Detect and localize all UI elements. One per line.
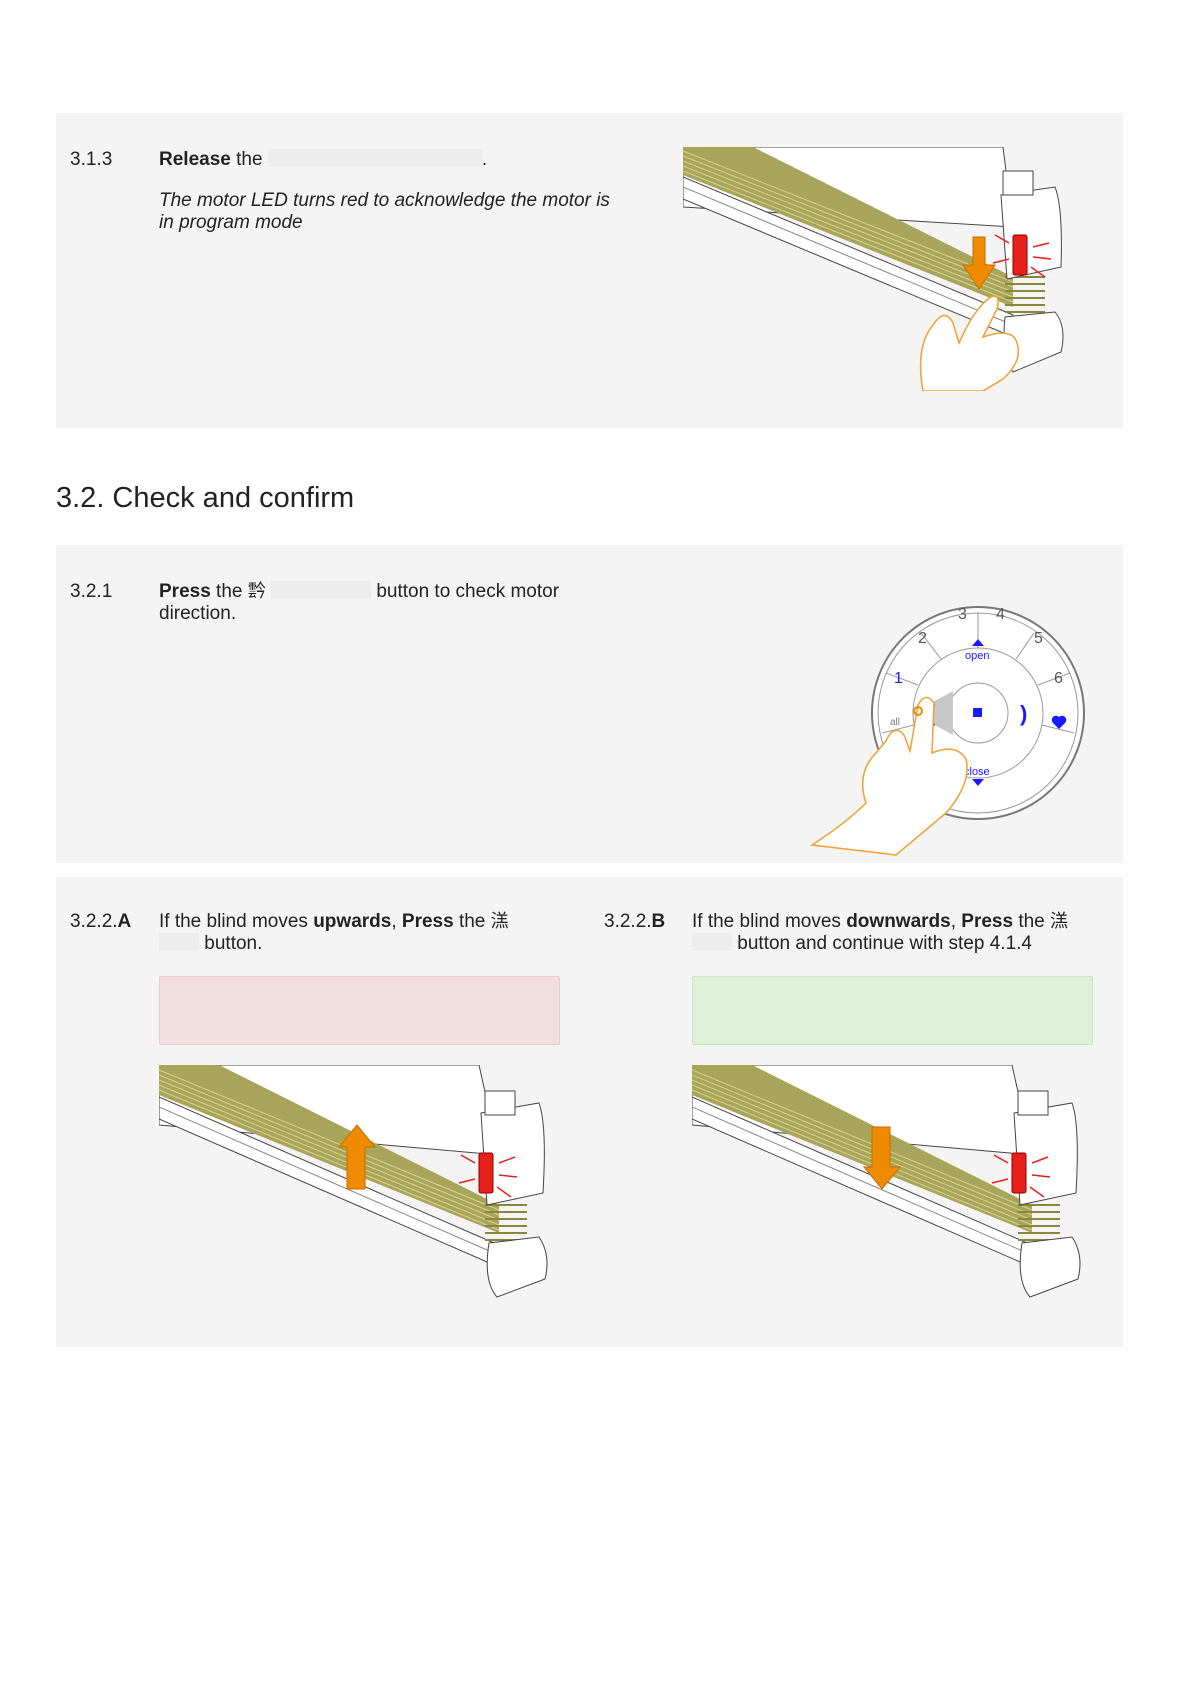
section-title: 3.2. Check and confirm xyxy=(56,482,355,514)
step-verb: Press xyxy=(159,581,211,602)
step-3-2-2-panel: 3.2.2.A If the blind moves upwards, Pres… xyxy=(56,877,1123,1347)
redacted-button-name xyxy=(692,933,732,951)
step-instruction-b: If the blind moves downwards, Press the … xyxy=(692,911,1102,955)
step-instruction-a: If the blind moves upwards, Press the 溔 … xyxy=(159,911,559,955)
toggle-button-glyph: 溔 xyxy=(490,911,509,932)
remote-label-open: open xyxy=(965,650,989,662)
redacted-button-name xyxy=(267,149,482,167)
motor-program-illustration xyxy=(683,147,1093,391)
step-3-1-3-panel: 3.1.3 Release the . The motor LED turns … xyxy=(56,113,1123,428)
down-arrow-icon xyxy=(862,1126,902,1190)
remote-label-4: 4 xyxy=(996,606,1005,623)
text-segment: button. xyxy=(199,933,263,954)
step-number-prefix: 3.2.2. xyxy=(604,911,652,932)
redacted-button-name xyxy=(271,581,372,599)
step-number-prefix: 3.2.2. xyxy=(70,911,118,932)
remote-control-illustration: 3 4 2 5 1 6 all open close ( ) xyxy=(806,573,1116,863)
step-number: 3.1.3 xyxy=(70,149,113,170)
remote-label-close: close xyxy=(964,766,990,778)
step-text-line2: direction. xyxy=(159,603,237,624)
text-segment: , xyxy=(950,911,962,932)
step-3-2-1-panel: 3.2.1 Press the 霒 button to check motor … xyxy=(56,545,1123,863)
step-note: The motor LED turns red to acknowledge t… xyxy=(159,190,610,233)
step-number-b: 3.2.2.B xyxy=(604,911,665,933)
step-text-after: button to check motor xyxy=(371,581,560,602)
open-arrow-icon xyxy=(972,639,984,646)
step-number-letter: B xyxy=(651,911,666,932)
remote-label-6: 6 xyxy=(1054,670,1063,687)
step-instruction: Press the 霒 button to check motor direct… xyxy=(159,581,609,625)
redacted-button-name xyxy=(159,933,199,951)
blind-moving-up-illustration xyxy=(159,1065,560,1308)
step-number: 3.2.1 xyxy=(70,581,113,602)
success-box xyxy=(692,976,1093,1045)
close-arrow-icon xyxy=(972,779,984,786)
step-verb: Release xyxy=(159,149,231,170)
warning-box xyxy=(159,976,560,1045)
step-number-letter: A xyxy=(117,911,132,932)
remote-label-1: 1 xyxy=(894,670,903,687)
up-arrow-icon xyxy=(337,1124,377,1190)
text-segment: the xyxy=(453,911,491,932)
step-text-the: the xyxy=(210,581,248,602)
remote-label-5: 5 xyxy=(1034,630,1043,647)
stop-button-glyph: 霒 xyxy=(247,581,266,602)
blind-moving-down-illustration xyxy=(692,1065,1093,1308)
text-segment: button and continue with step 4.1.4 xyxy=(732,933,1032,954)
stop-icon xyxy=(973,708,982,717)
step-instruction: Release the . xyxy=(159,149,639,171)
favorite-heart-icon xyxy=(1051,715,1067,729)
bold-verb: Press xyxy=(961,911,1014,932)
bold-direction: upwards xyxy=(313,911,392,932)
tilt-right-icon: ) xyxy=(1020,701,1027,726)
bold-verb: Press xyxy=(401,911,454,932)
step-text-period: . xyxy=(481,149,488,170)
remote-label-2: 2 xyxy=(918,630,927,647)
toggle-button-glyph: 溔 xyxy=(1050,911,1069,932)
remote-label-all: all xyxy=(890,717,900,728)
bold-direction: downwards xyxy=(846,911,951,932)
text-segment: , xyxy=(391,911,402,932)
remote-label-3: 3 xyxy=(958,606,967,623)
text-segment: If the blind moves xyxy=(692,911,847,932)
step-number-a: 3.2.2.A xyxy=(70,911,131,933)
step-text-the: the xyxy=(230,149,268,170)
text-segment: the xyxy=(1013,911,1051,932)
text-segment: If the blind moves xyxy=(159,911,314,932)
